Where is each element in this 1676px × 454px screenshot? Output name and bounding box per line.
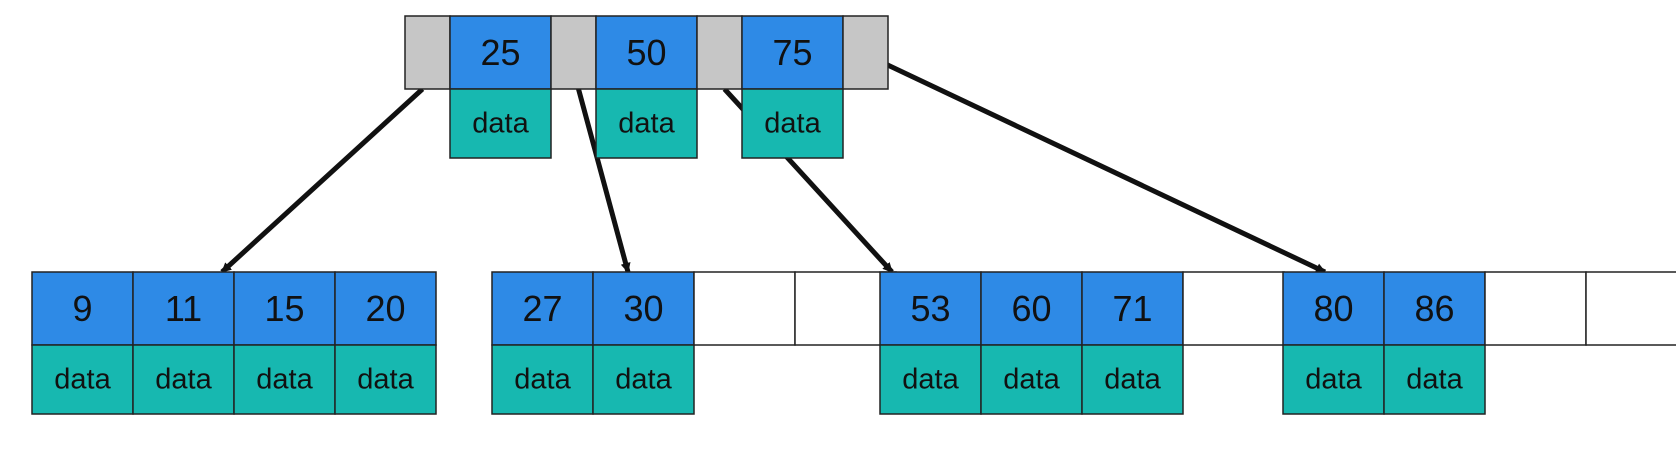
leaf-data-cell [1383,344,1486,415]
leaf-node: 9 data 11 data 15 data 20 data [31,271,437,415]
leaf-empty-cell [1182,271,1285,346]
pointer-arrow [882,60,1327,275]
leaf-key-label: 20 [365,288,405,329]
root-key-label: 25 [480,32,520,73]
leaf-key-cell [1282,271,1385,346]
leaf-data-label: data [1104,364,1161,396]
leaf-data-label: data [1406,364,1463,396]
leaf-data-label: data [256,364,313,396]
leaf-empty-cell [794,271,897,346]
leaf-data-label: data [514,364,571,396]
leaf-data-cell [334,344,437,415]
root-data-label: data [618,108,675,140]
leaf-key-label: 15 [264,288,304,329]
pointer-arrow [576,88,631,273]
leaf-key-label: 86 [1414,288,1454,329]
leaf-key-cell [980,271,1083,346]
leaf-key-label: 71 [1112,288,1152,329]
leaf-empty-cell [1585,271,1676,346]
leaf-data-label: data [902,364,959,396]
leaf-empty-cell [693,271,796,346]
root-key-label: 50 [626,32,666,73]
root-key-cell [595,15,698,90]
leaf-key-label: 30 [623,288,663,329]
pointer-arrow [220,87,425,274]
leaf-data-label: data [1305,364,1362,396]
leaf-key-cell [1383,271,1486,346]
root-data-label: data [472,108,529,140]
root-data-cell [449,88,552,159]
root-pointer-cell [696,15,743,90]
leaf-empty-cell [1484,271,1587,346]
root-key-cell [449,15,552,90]
leaf-data-label: data [155,364,212,396]
leaf-nodes: 9 data 11 data 15 data 20 data 27 data 30 data 53 dat… [31,271,1676,415]
root-pointer-cell [550,15,597,90]
leaf-key-label: 60 [1011,288,1051,329]
root-key-cell [741,15,844,90]
leaf-key-cell [132,271,235,346]
leaf-node: 80 data 86 data [1282,271,1676,415]
leaf-data-label: data [1003,364,1060,396]
leaf-data-cell [1081,344,1184,415]
leaf-node: 27 data 30 data [491,271,897,415]
root-data-label: data [764,108,821,140]
root-node: 25 data 50 data 75 data [404,15,889,159]
leaf-node: 53 data 60 data 71 data [879,271,1285,415]
root-data-cell [741,88,844,159]
leaf-key-label: 9 [72,288,92,329]
leaf-key-label: 53 [910,288,950,329]
leaf-data-label: data [54,364,111,396]
root-key-label: 75 [772,32,812,73]
leaf-data-cell [132,344,235,415]
leaf-key-label: 11 [165,288,202,329]
root-pointer-cell [842,15,889,90]
leaf-key-cell [1081,271,1184,346]
root-data-cell [595,88,698,159]
root-pointer-cell [404,15,451,90]
leaf-data-cell [879,344,982,415]
leaf-key-label: 80 [1313,288,1353,329]
leaf-key-label: 27 [522,288,562,329]
leaf-data-label: data [615,364,672,396]
leaf-data-cell [233,344,336,415]
leaf-data-cell [1282,344,1385,415]
leaf-key-cell [879,271,982,346]
leaf-data-cell [592,344,695,415]
leaf-key-cell [233,271,336,346]
leaf-data-label: data [357,364,414,396]
